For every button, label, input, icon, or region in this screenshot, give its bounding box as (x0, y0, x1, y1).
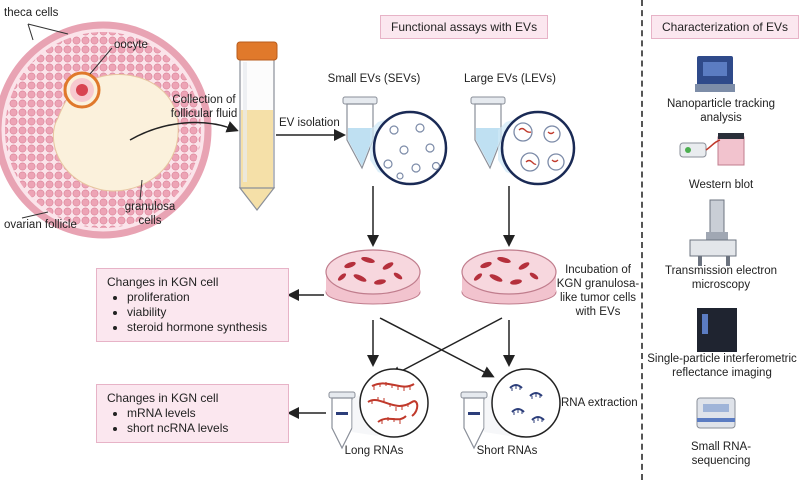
sev-culture-dish (325, 249, 421, 305)
box2-item: short ncRNA levels (127, 421, 278, 436)
characterization-header: Characterization of EVs (651, 15, 800, 39)
tem-line-1: Transmission electron (664, 265, 778, 277)
box1-title: Changes in KGN cell (107, 275, 219, 289)
granulosa-cells-label: granulosa cells (118, 200, 182, 228)
tem-line-2: microscopy (691, 279, 751, 291)
incubation-line-2: KGN granulosa- (556, 278, 640, 290)
granulosa-line-1: granulosa (124, 201, 176, 213)
kgn-changes-box-2: Changes in KGN cell mRNA levels short nc… (96, 384, 289, 443)
nta-line-1: Nanoparticle tracking (666, 98, 776, 110)
sp-line-1: Single-particle interferometric (647, 353, 797, 365)
large-evs-label: Large EVs (LEVs) (463, 73, 557, 85)
box2-list: mRNA levels short ncRNA levels (107, 406, 278, 436)
theca-cells-label: theca cells (4, 7, 59, 19)
small-ev-zoom-circle (372, 110, 448, 186)
seq-line-2: sequencing (691, 455, 751, 467)
box1-item: steroid hormone synthesis (127, 320, 278, 335)
collection-label: Collection of follicular fluid (162, 93, 246, 121)
tem-label: Transmission electron microscopy (651, 264, 791, 292)
long-rnas-label: Long RNAs (344, 445, 404, 457)
incubation-line-1: Incubation of (565, 264, 631, 276)
collection-line-2: follicular fluid (170, 108, 238, 120)
sp-iris-label: Single-particle interferometric reflecta… (646, 352, 798, 380)
kgn-changes-box-1: Changes in KGN cell proliferation viabil… (96, 268, 289, 342)
sequencing-label: Small RNA- sequencing (651, 440, 791, 468)
oocyte-label: oocyte (114, 39, 148, 51)
western-blot-icon (679, 133, 745, 166)
nta-line-2: analysis (700, 112, 742, 124)
large-ev-zoom-circle (500, 110, 576, 186)
box2-item: mRNA levels (127, 406, 278, 421)
incubation-line-3: like tumor cells (559, 292, 637, 304)
functional-assays-header: Functional assays with EVs (380, 15, 549, 39)
western-blot-label: Western blot (688, 179, 754, 191)
sequencer-icon (696, 397, 736, 429)
tem-microscope-icon (689, 199, 737, 266)
box1-list: proliferation viability steroid hormone … (107, 290, 278, 335)
section-divider (641, 0, 643, 480)
nta-instrument-icon (695, 56, 735, 92)
box1-item: viability (127, 305, 278, 320)
lev-culture-dish (461, 249, 557, 305)
nta-label: Nanoparticle tracking analysis (651, 97, 791, 125)
box1-item: proliferation (127, 290, 278, 305)
long-rna-zoom-circle (359, 368, 429, 438)
short-rna-zoom-circle (491, 368, 561, 438)
cross-arrow-2 (389, 317, 503, 378)
collection-arrow (129, 121, 239, 141)
box2-title: Changes in KGN cell (107, 391, 219, 405)
sp-iris-instrument-icon (697, 308, 737, 352)
rna-extraction-label: RNA extraction (561, 397, 638, 409)
sp-line-2: reflectance imaging (672, 367, 772, 379)
cross-arrow-1 (379, 317, 495, 378)
small-evs-label: Small EVs (SEVs) (327, 73, 421, 85)
granulosa-line-2: cells (138, 215, 162, 227)
short-rnas-label: Short RNAs (476, 445, 538, 457)
ev-isolation-label: EV isolation (279, 117, 340, 129)
seq-line-1: Small RNA- (690, 441, 752, 453)
collection-line-1: Collection of (172, 94, 236, 106)
ovarian-follicle-illustration (0, 21, 212, 239)
incubation-label: Incubation of KGN granulosa- like tumor … (556, 263, 640, 319)
collection-tube-illustration (236, 41, 278, 211)
incubation-line-4: with EVs (575, 306, 621, 318)
follicle-label-lines (21, 23, 143, 219)
ovarian-follicle-label: ovarian follicle (4, 219, 77, 231)
